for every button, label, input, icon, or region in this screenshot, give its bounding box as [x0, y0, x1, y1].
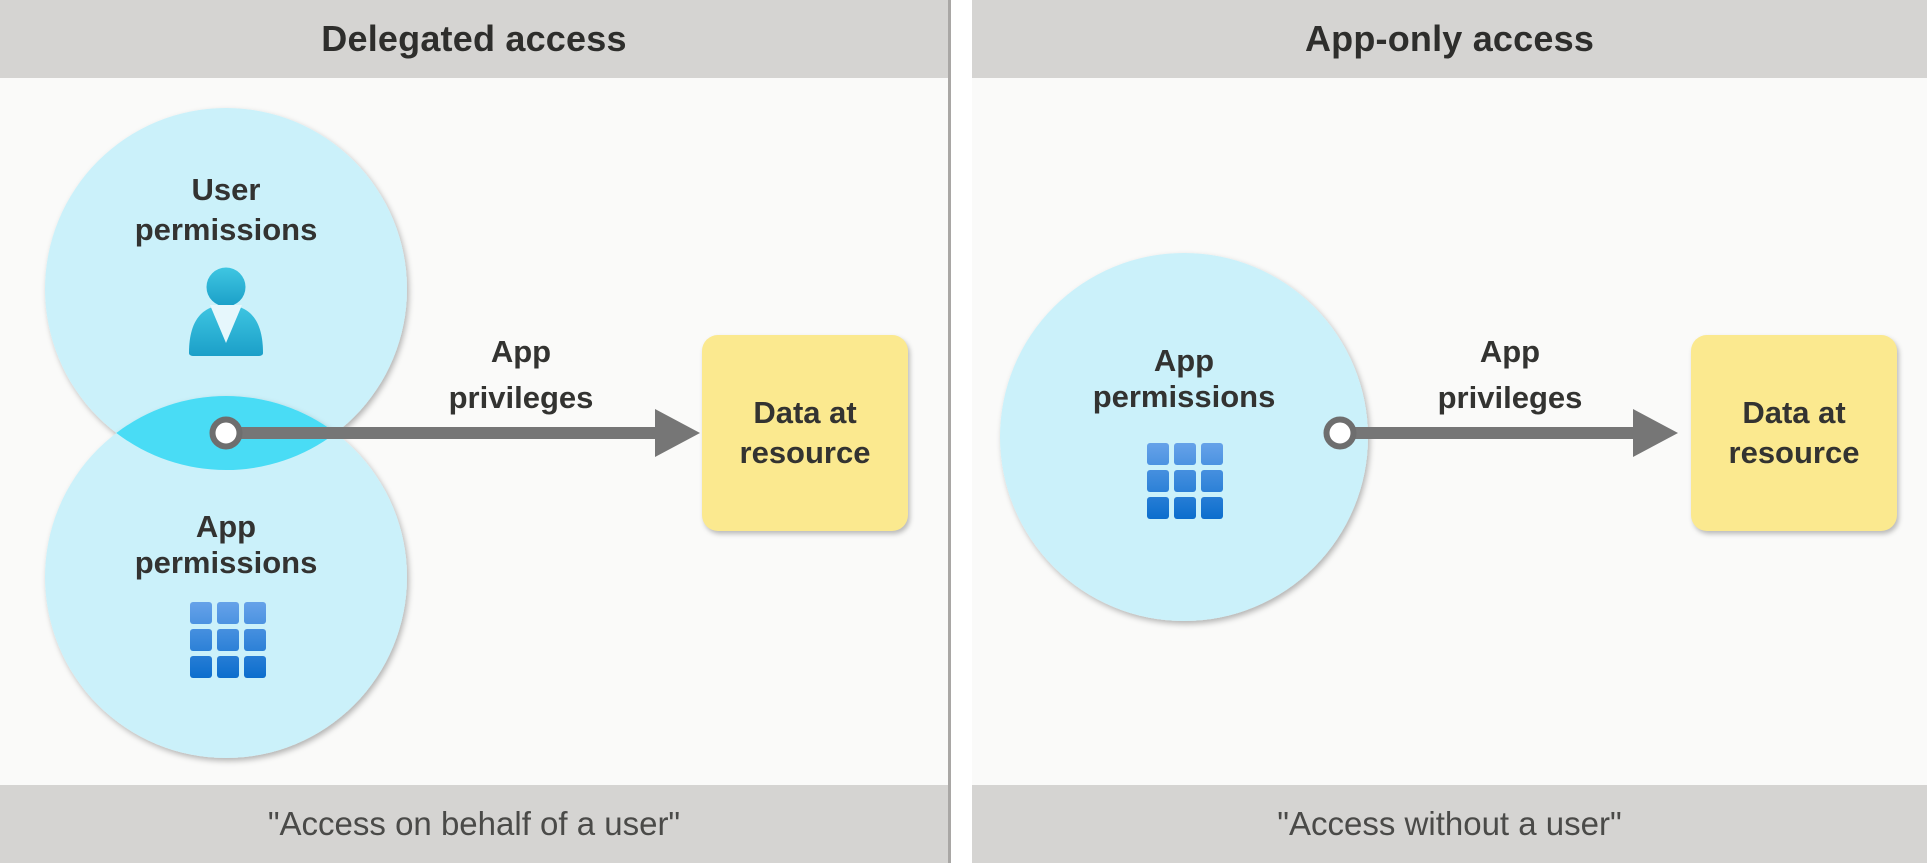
arrow-label-line2: privileges [449, 380, 594, 415]
app-privileges-arrow [226, 409, 700, 457]
app-privileges-arrow [1340, 409, 1678, 457]
arrow-label-line1: App [1480, 334, 1540, 369]
panel-divider [948, 0, 951, 863]
data-at-resource-box: Data at resource [1691, 335, 1897, 531]
delegated-access-panel: Delegated access User permissions [0, 0, 948, 863]
app-permissions-label-line1: App [1154, 343, 1214, 378]
user-icon [189, 267, 263, 356]
panel-title-delegated: Delegated access [0, 0, 948, 78]
arrow-label-line2: privileges [1438, 380, 1583, 415]
app-only-access-panel: App-only access App permissions [972, 0, 1927, 863]
user-permissions-label-line1: User [192, 172, 261, 207]
app-grid-icon [190, 602, 266, 678]
app-permissions-circle [1000, 253, 1368, 621]
app-permissions-label-line2: permissions [135, 545, 318, 580]
app-only-access-diagram: App permissions App privileges [1000, 253, 1678, 621]
panel-caption-delegated: "Access on behalf of a user" [0, 785, 948, 863]
connector-dot [209, 416, 243, 450]
data-at-resource-box: Data at resource [702, 335, 908, 531]
panel-caption-app-only: "Access without a user" [972, 785, 1927, 863]
delegated-access-diagram: User permissions App permissions App pri… [45, 108, 700, 758]
app-permissions-label-line1: App [196, 509, 256, 544]
panel-title-app-only: App-only access [972, 0, 1927, 78]
app-permissions-circle [45, 396, 407, 758]
arrow-label-line1: App [491, 334, 551, 369]
connector-dot [1323, 416, 1357, 450]
app-grid-icon [1147, 443, 1223, 519]
app-permissions-label-line2: permissions [1093, 379, 1276, 414]
user-permissions-label-line2: permissions [135, 212, 318, 247]
